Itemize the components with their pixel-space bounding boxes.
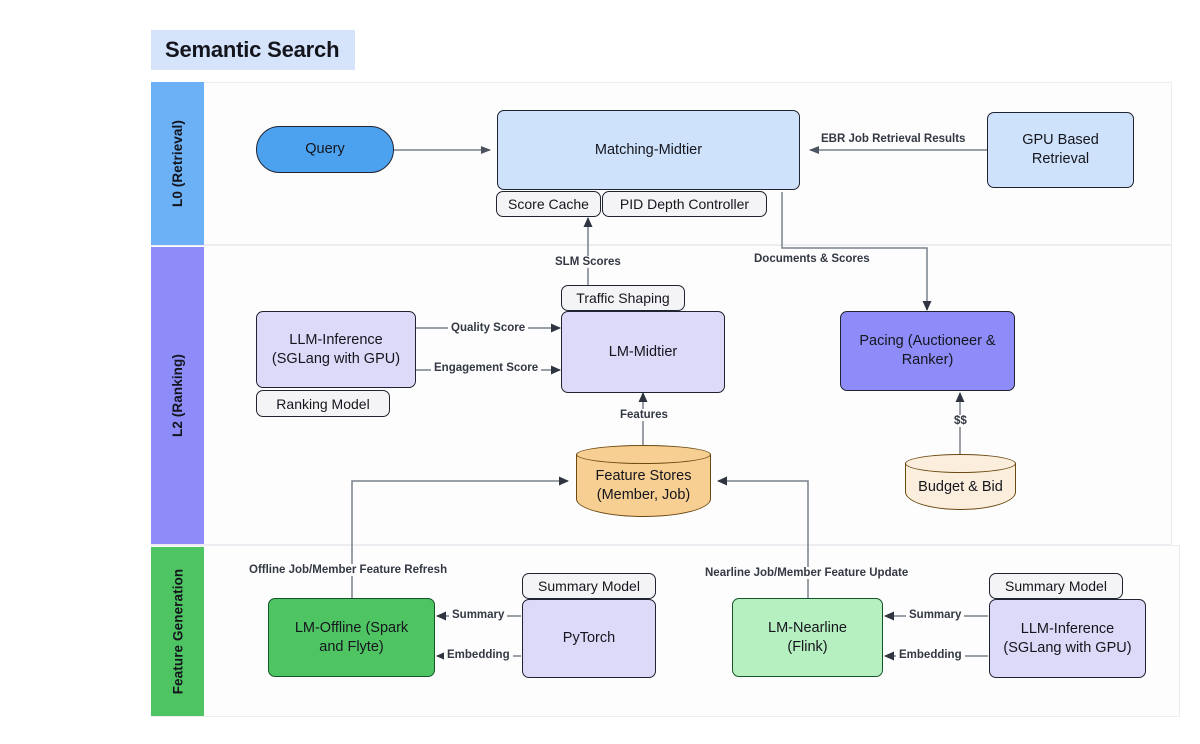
edge-label-engagement-score: Engagement Score bbox=[431, 362, 542, 374]
node-budget-and-bid[interactable]: Budget & Bid bbox=[905, 454, 1016, 510]
node-lm-midtier-label: LM-Midtier bbox=[608, 343, 678, 360]
node-gpu-based-retrieval[interactable]: GPU Based Retrieval bbox=[987, 112, 1134, 188]
node-llm-inference-ranking-line1: LLM-Inference bbox=[289, 331, 383, 348]
edge-label-summary-right: Summary bbox=[906, 609, 965, 621]
node-pacing-line2: Ranker) bbox=[901, 352, 954, 368]
node-ranking-model[interactable]: Ranking Model bbox=[256, 390, 390, 417]
node-gpu-based-retrieval-line2: Retrieval bbox=[1031, 151, 1090, 167]
budget-and-bid-label: Budget & Bid bbox=[918, 478, 1003, 495]
node-gpu-based-retrieval-line1: GPU Based bbox=[1022, 132, 1099, 149]
node-summary-model-right-label: Summary Model bbox=[1005, 578, 1107, 594]
feature-stores-label: Feature Stores (Member, Job) bbox=[576, 455, 711, 517]
node-lm-offline-line1: LM-Offline (Spark bbox=[294, 619, 409, 636]
node-traffic-shaping-label: Traffic Shaping bbox=[576, 290, 670, 306]
node-score-cache-label: Score Cache bbox=[508, 196, 589, 212]
lane-label-l0: L0 (Retrieval) bbox=[170, 120, 185, 207]
edge-label-features: Features bbox=[617, 409, 671, 421]
lane-band-l2: L2 (Ranking) bbox=[151, 247, 204, 544]
node-summary-model-left-label: Summary Model bbox=[538, 578, 640, 594]
lane-band-l0: L0 (Retrieval) bbox=[151, 82, 204, 245]
lane-label-feature-generation: Feature Generation bbox=[170, 568, 185, 695]
node-matching-midtier[interactable]: Matching-Midtier bbox=[497, 110, 800, 190]
edge-label-summary-left: Summary bbox=[449, 609, 508, 621]
node-llm-inference-nearline-line2: (SGLang with GPU) bbox=[1003, 639, 1132, 656]
node-llm-inference-ranking-line2: (SGLang with GPU) bbox=[271, 350, 401, 367]
edge-label-embedding-right: Embedding bbox=[896, 649, 965, 661]
node-ranking-model-label: Ranking Model bbox=[276, 395, 370, 412]
edge-label-slm-scores: SLM Scores bbox=[552, 256, 624, 268]
node-lm-midtier[interactable]: LM-Midtier bbox=[561, 311, 725, 393]
node-query-label: Query bbox=[305, 141, 345, 158]
node-pacing-line1: Pacing (Auctioneer & bbox=[859, 333, 996, 350]
node-pid-depth-controller-label: PID Depth Controller bbox=[619, 196, 750, 212]
page-title: Semantic Search bbox=[151, 30, 355, 70]
node-query[interactable]: Query bbox=[256, 126, 394, 173]
node-summary-model-right[interactable]: Summary Model bbox=[989, 573, 1123, 599]
node-llm-inference-nearline-line1: LLM-Inference bbox=[1020, 620, 1115, 637]
edge-label-money: $$ bbox=[951, 415, 970, 427]
edge-label-documents-and-scores: Documents & Scores bbox=[751, 253, 873, 265]
feature-stores-top bbox=[576, 445, 711, 464]
node-lm-nearline-line2: (Flink) bbox=[787, 638, 828, 655]
edge-label-quality-score: Quality Score bbox=[448, 322, 529, 334]
edge-label-nearline-update: Nearline Job/Member Feature Update bbox=[702, 567, 912, 579]
feature-stores-body bbox=[576, 454, 711, 517]
node-lm-nearline-line1: LM-Nearline bbox=[768, 619, 847, 636]
node-pid-depth-controller[interactable]: PID Depth Controller bbox=[602, 191, 767, 217]
node-lm-offline[interactable]: LM-Offline (Spark and Flyte) bbox=[268, 598, 435, 677]
node-pytorch[interactable]: PyTorch bbox=[522, 599, 656, 678]
node-lm-nearline[interactable]: LM-Nearline (Flink) bbox=[732, 598, 883, 677]
node-pytorch-label: PyTorch bbox=[562, 630, 616, 647]
lane-label-l2: L2 (Ranking) bbox=[170, 354, 186, 437]
feature-stores-line1: Feature Stores bbox=[595, 468, 692, 485]
node-llm-inference-nearline[interactable]: LLM-Inference (SGLang with GPU) bbox=[989, 599, 1146, 678]
feature-stores-line2: (Member, Job) bbox=[596, 487, 691, 503]
node-feature-stores[interactable]: Feature Stores (Member, Job) bbox=[576, 445, 711, 517]
node-matching-midtier-label: Matching-Midtier bbox=[594, 141, 703, 158]
edge-label-embedding-left: Embedding bbox=[444, 649, 513, 661]
lane-band-feature-generation: Feature Generation bbox=[151, 547, 204, 716]
node-score-cache[interactable]: Score Cache bbox=[496, 191, 601, 217]
node-traffic-shaping[interactable]: Traffic Shaping bbox=[561, 285, 685, 311]
node-pacing[interactable]: Pacing (Auctioneer & Ranker) bbox=[840, 311, 1015, 391]
node-lm-offline-line2: and Flyte) bbox=[319, 638, 384, 655]
budget-and-bid-top bbox=[905, 454, 1016, 473]
edge-label-ebr-job-retrieval-results: EBR Job Retrieval Results bbox=[818, 133, 969, 145]
node-summary-model-left[interactable]: Summary Model bbox=[522, 573, 656, 599]
edge-label-offline-refresh: Offline Job/Member Feature Refresh bbox=[246, 564, 451, 576]
node-llm-inference-ranking[interactable]: LLM-Inference (SGLang with GPU) bbox=[256, 311, 416, 388]
